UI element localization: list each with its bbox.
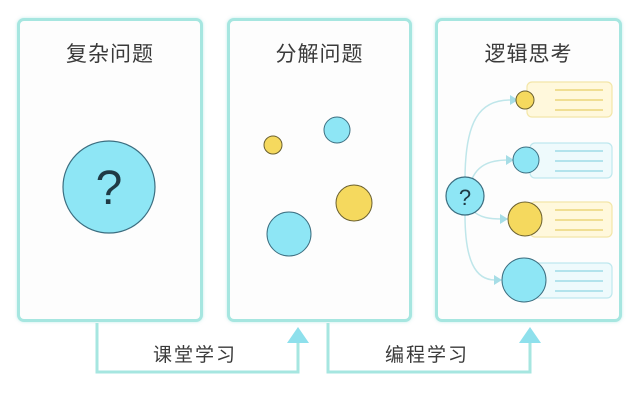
question-mark: ? [96, 162, 123, 215]
item-circle-yellow-small-icon [515, 90, 535, 110]
sub-problem-circles [263, 116, 373, 257]
arrow-head-icon [494, 275, 502, 285]
panel-title-decompose-problem: 分解问题 [275, 42, 364, 66]
small-yellow-circle-icon [263, 135, 283, 155]
connector-programming-learning [326, 323, 541, 374]
item-circle-blue-large-icon [501, 257, 547, 303]
medium-yellow-circle-icon [335, 184, 373, 222]
arrow-head-icon [510, 95, 518, 105]
item-circle-blue-small-icon [512, 146, 540, 174]
panel-decompose-problem: 分解问题 [227, 18, 412, 322]
svg-text:?: ? [459, 185, 471, 210]
connector-label-classroom-learning: 课堂学习 [153, 344, 238, 366]
panel-title-logical-thinking: 逻辑思考 [484, 42, 573, 66]
arrow-head-icon [500, 214, 508, 224]
connector-classroom-learning [95, 323, 309, 374]
big-question-circle-icon: ? [62, 140, 156, 234]
item-circle-yellow-large-icon [507, 201, 543, 237]
small-blue-circle-icon [323, 116, 351, 144]
connector-label-programming-learning: 编程学习 [385, 344, 470, 366]
panel-title-complex-problem: 复杂问题 [66, 42, 154, 66]
arrow-up-icon [519, 327, 541, 343]
large-blue-circle-icon [266, 211, 312, 257]
arrow-head-icon [506, 155, 514, 165]
arrow-up-icon [287, 327, 309, 343]
source-question-circle-icon [445, 176, 485, 216]
logic-tree: ? [445, 81, 613, 303]
